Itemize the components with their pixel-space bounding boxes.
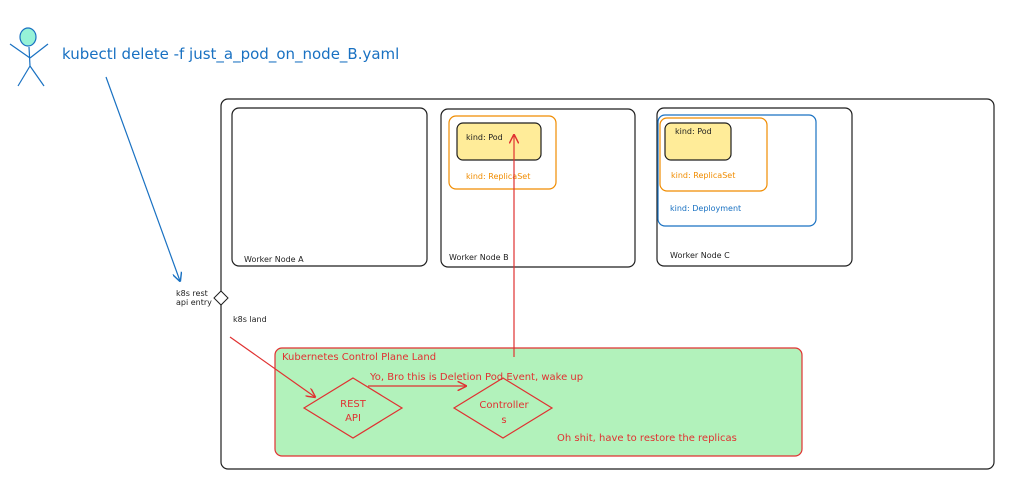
node-c-replicaset-label: kind: ReplicaSet (671, 171, 735, 180)
controllers-label-line1: Controller (479, 400, 529, 411)
api-entry-label-line2: api entry (176, 298, 212, 307)
kubectl-command-text: kubectl delete -f just_a_pod_on_node_B.y… (62, 45, 399, 64)
controllers-diamond (452, 377, 554, 439)
deletion-event-message: Yo, Bro this is Deletion Pod Event, wake… (369, 372, 583, 383)
worker-node-a (231, 107, 428, 267)
worker-node-b (440, 108, 636, 268)
worker-node-a-label: Worker Node A (244, 255, 304, 264)
node-c-replicaset-box (659, 117, 768, 192)
worker-node-c-label: Worker Node C (670, 251, 730, 260)
api-entry-label-line1: k8s rest (176, 289, 208, 298)
controllers-label-line2: s (501, 415, 506, 426)
cluster-boundary (220, 98, 995, 470)
node-b-replicaset-box (448, 115, 557, 190)
control-plane-region (274, 347, 803, 457)
rest-api-label-line2: API (345, 413, 361, 424)
user-actor-icon (9, 27, 49, 87)
api-entry-diamond (213, 290, 229, 306)
node-c-deployment-label: kind: Deployment (670, 204, 741, 213)
restore-replicas-message: Oh shit, have to restore the replicas (557, 433, 737, 444)
node-c-pod-label: kind: Pod (675, 127, 712, 136)
control-plane-title: Kubernetes Control Plane Land (282, 352, 436, 363)
worker-node-c (656, 107, 853, 267)
k8s-land-label: k8s land (233, 315, 267, 324)
node-c-pod-box (664, 122, 732, 161)
rest-api-label-line1: REST (340, 399, 367, 410)
node-b-pod-box (456, 122, 542, 161)
entry-to-rest-api-arrow (229, 336, 315, 397)
rest-api-diamond (302, 377, 404, 439)
worker-node-b-label: Worker Node B (449, 253, 509, 262)
node-b-replicaset-label: kind: ReplicaSet (466, 172, 530, 181)
node-c-deployment-box (657, 114, 817, 227)
node-b-pod-label: kind: Pod (466, 133, 503, 142)
request-arrow (105, 76, 180, 281)
